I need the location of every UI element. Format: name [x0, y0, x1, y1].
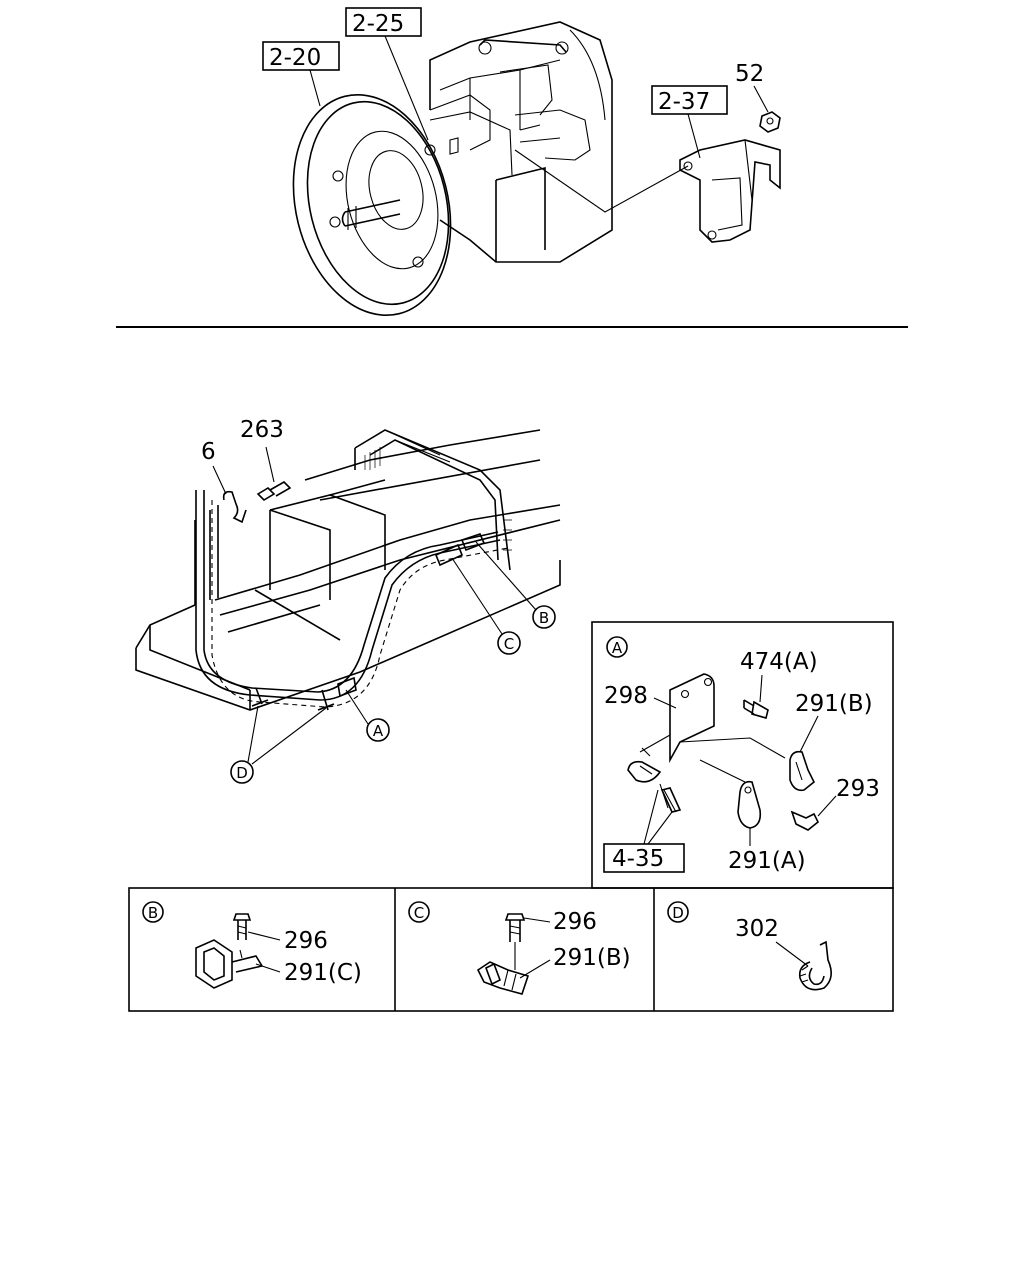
ref-label-2-25: 2-25 — [352, 11, 404, 37]
bracket-2-37-illustration — [679, 139, 781, 243]
detail-c-part-296: 296 — [553, 909, 597, 935]
ref-label-4-35: 4-35 — [612, 846, 664, 872]
ref-label-2-20: 2-20 — [269, 45, 321, 71]
detail-c-illustration — [476, 913, 530, 995]
detail-d-part-302: 302 — [735, 916, 779, 942]
view-marker-a — [366, 718, 390, 742]
part-label-298: 298 — [604, 683, 648, 709]
detail-a-marker — [606, 636, 628, 658]
view-marker-c-label: C — [504, 635, 514, 653]
nut-52-icon — [759, 111, 781, 133]
view-marker-b-label: B — [539, 609, 549, 627]
view-marker-d-label: D — [236, 764, 248, 782]
part-label-474a: 474(A) — [740, 649, 818, 675]
detail-a-illustration — [627, 673, 820, 831]
part-label-293: 293 — [836, 776, 880, 802]
ref-box-2-20 — [262, 41, 340, 71]
detail-c-marker-label: C — [414, 904, 424, 922]
transmission-illustration — [292, 21, 689, 317]
ref-box-2-37 — [651, 85, 728, 115]
detail-b-marker-label: B — [148, 904, 158, 922]
ref-box-2-25 — [345, 7, 422, 37]
view-marker-a-label: A — [373, 722, 384, 740]
view-marker-d — [230, 760, 254, 784]
detail-b-part-296: 296 — [284, 928, 328, 954]
part-label-6: 6 — [201, 439, 216, 465]
part-label-291b: 291(B) — [795, 691, 873, 717]
detail-b-illustration — [195, 913, 264, 989]
detail-c-marker — [408, 901, 430, 923]
detail-d-illustration — [798, 940, 832, 991]
part-label-291a: 291(A) — [728, 848, 806, 874]
view-marker-b — [532, 605, 556, 629]
detail-strip-frame — [128, 887, 894, 1012]
detail-d-marker — [667, 901, 689, 923]
detail-c-part-291b: 291(B) — [553, 945, 631, 971]
detail-b-part-291c: 291(C) — [284, 960, 362, 986]
part-label-52: 52 — [735, 61, 764, 87]
detail-a-marker-label: A — [612, 639, 623, 657]
chassis-frame-illustration — [135, 429, 561, 711]
view-marker-c — [497, 631, 521, 655]
detail-d-marker-label: D — [672, 904, 684, 922]
detail-b-marker — [142, 901, 164, 923]
ref-label-2-37: 2-37 — [658, 89, 710, 115]
part-label-263: 263 — [240, 417, 284, 443]
